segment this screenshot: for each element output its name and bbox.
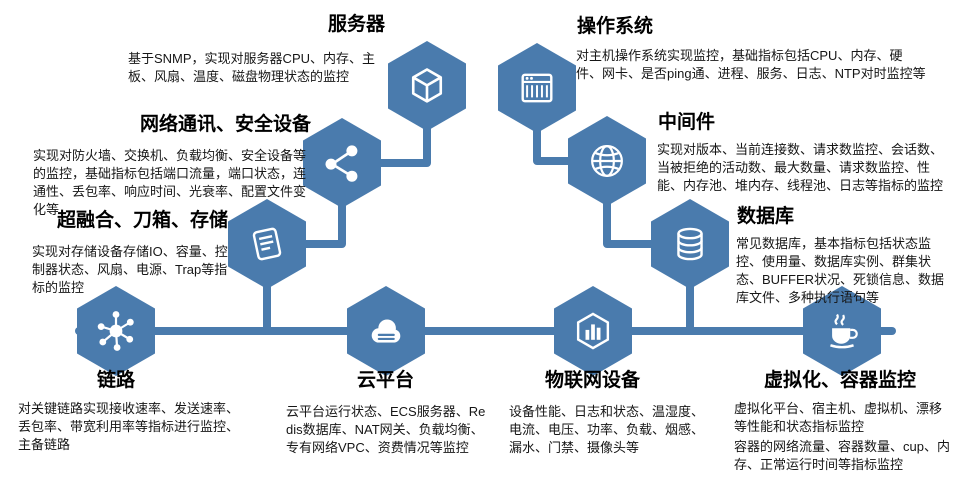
section-title-hci-storage: 超融合、刀箱、存储 [57, 210, 229, 231]
section-desc-network-security: 实现对防火墙、交换机、负载均衡、安全设备等的监控，基础指标包括端口流量，端口状态… [33, 148, 307, 217]
section-desc-cloud-platform: 云平台运行状态、ECS服务器、Redis数据库、NAT网关、负载均衡、专有网络V… [286, 404, 486, 455]
server-node-hexagon [388, 41, 466, 131]
network-security-node-hexagon [303, 118, 381, 208]
share-network-icon [325, 145, 358, 182]
server-rack-icon [521, 73, 553, 103]
hci-storage-node-hexagon [228, 199, 306, 289]
section-desc-os: 对主机操作系统实现监控，基础指标包括CPU、内存、硬件、网卡、是否ping通、进… [576, 48, 926, 81]
section-desc-server: 基于SNMP，实现对服务器CPU、内存、主板、风扇、温度、磁盘物理状态的监控 [128, 51, 376, 84]
section-desc-virtualization-1: 虚拟化平台、宿主机、虚拟机、漂移等性能和状态指标监控 [734, 401, 943, 434]
database-icon [677, 227, 703, 261]
section-title-middleware: 中间件 [658, 112, 716, 133]
scroll-icon [252, 227, 282, 261]
section-title-os: 操作系统 [577, 16, 654, 37]
section-title-iot: 物联网设备 [545, 370, 641, 391]
os-node-hexagon [498, 43, 576, 133]
section-desc-middleware: 实现对版本、当前连接数、请求数监控、会话数、当被拒绝的活动数、最大数量、请求数监… [657, 142, 944, 193]
section-title-network-security: 网络通讯、安全设备 [140, 114, 312, 135]
section-title-link: 链路 [97, 370, 136, 391]
cloud-platform-node-hexagon [347, 286, 425, 376]
section-desc-hci-storage: 实现对存储设备存储IO、容量、控制器状态、风扇、电源、Trap等指标的监控 [32, 244, 228, 295]
virtualization-node-hexagon [803, 286, 881, 376]
link-node-hexagon [77, 286, 155, 376]
globe-icon [591, 145, 623, 177]
section-desc-database: 常见数据库，基本指标包括状态监控、使用量、数据库实例、群集状态、BUFFER状况… [736, 236, 945, 305]
iot-node-hexagon [554, 286, 632, 376]
database-node-hexagon [651, 199, 729, 289]
section-desc-link: 对关键链路实现接收速率、发送速率、丢包率、带宽利用率等指标进行监控、主备链路 [18, 401, 240, 452]
hub-icon [97, 311, 134, 351]
section-title-virtualization: 虚拟化、容器监控 [764, 370, 917, 391]
cloud-icon [371, 319, 401, 343]
cube-icon [411, 68, 443, 103]
section-title-cloud-platform: 云平台 [357, 370, 415, 391]
iot-hexagon-icon [576, 312, 610, 350]
section-desc-iot: 设备性能、日志和状态、温湿度、电流、电压、功率、负载、烟感、漏水、门禁、摄像头等 [509, 404, 705, 455]
section-desc-virtualization-2: 容器的网络流量、容器数量、cup、内存、正常运行时间等指标监控 [734, 439, 950, 472]
middleware-node-hexagon [568, 116, 646, 206]
section-title-database: 数据库 [737, 206, 795, 227]
java-cup-icon [830, 313, 858, 349]
section-title-server: 服务器 [328, 14, 386, 35]
